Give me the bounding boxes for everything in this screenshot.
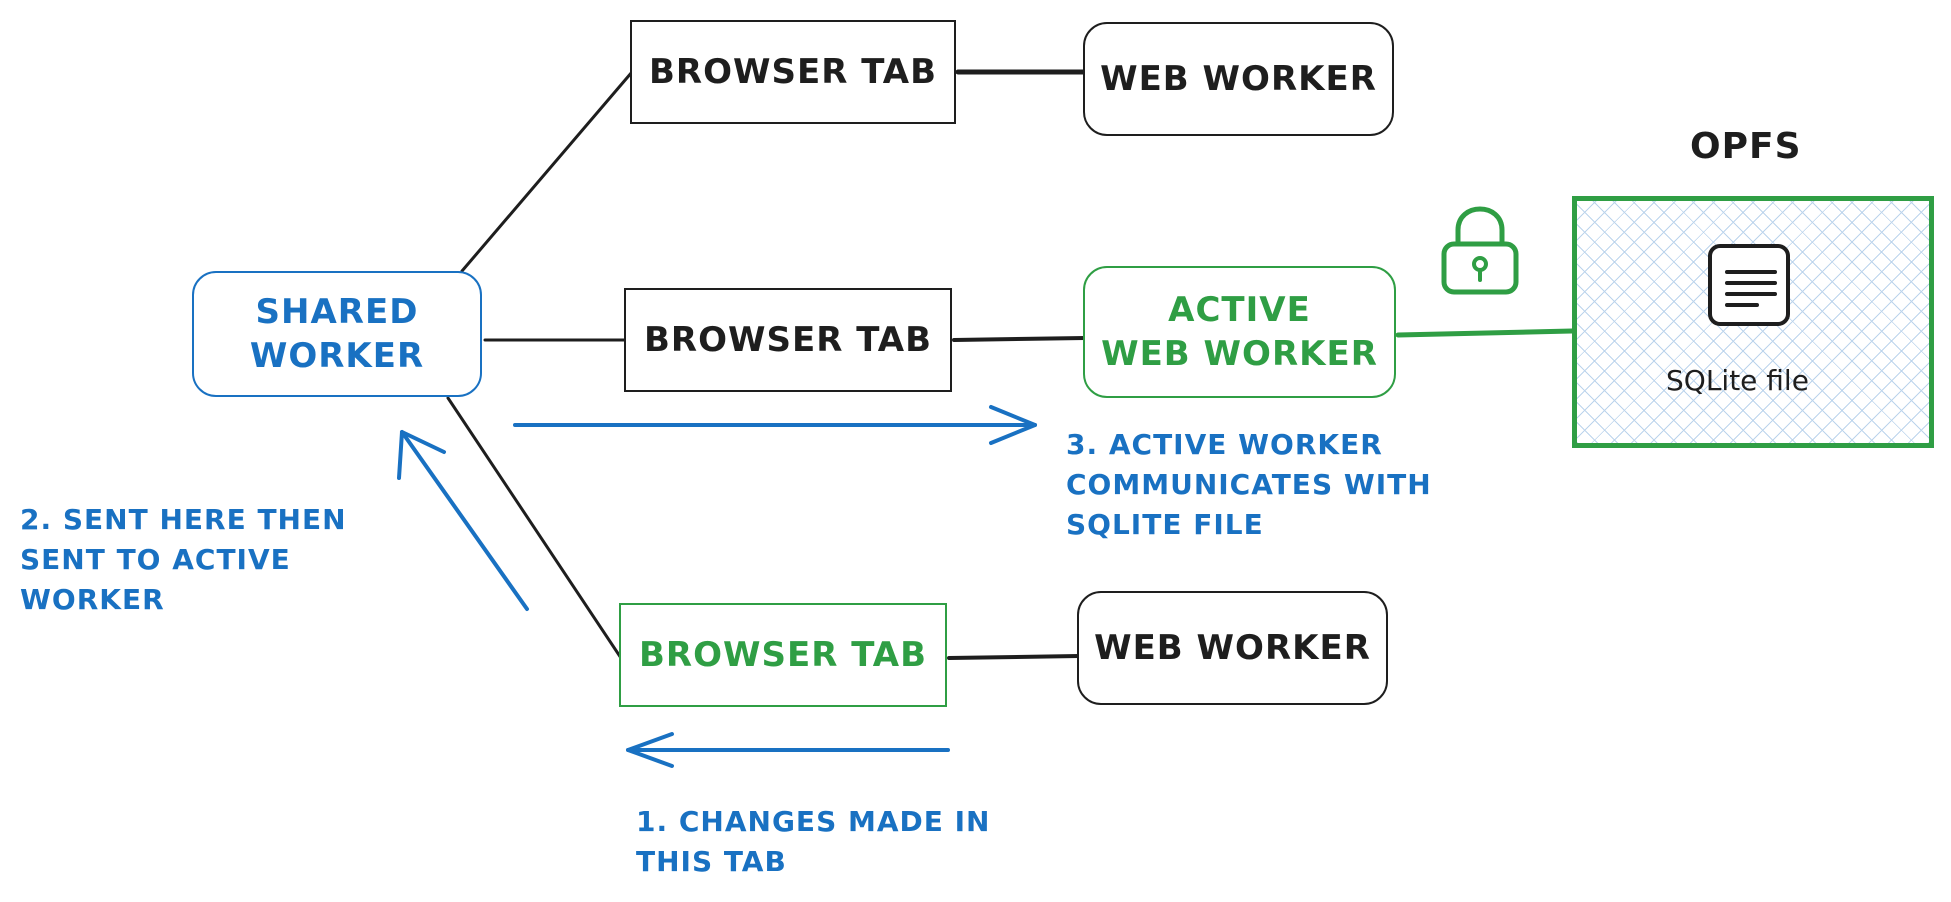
active-web-worker: ACTIVE WEB WORKER — [1083, 266, 1396, 398]
link-active-worker-to-opfs — [1395, 328, 1575, 338]
note-step3: 3. ACTIVE WORKER COMMUNICATES WITH SQLIT… — [1066, 425, 1432, 545]
flow-arrow-step2-head — [397, 430, 446, 480]
note-step1: 1. CHANGES MADE IN THIS TAB — [636, 802, 990, 882]
link-tab-bottom-to-worker-bottom — [947, 654, 1081, 660]
note-step2-line1: 2. SENT HERE THEN — [20, 503, 347, 536]
note-step2-line2: SENT TO ACTIVE — [20, 543, 291, 576]
flow-arrow-step3-head — [989, 405, 1037, 445]
shared-worker-label-line2: WORKER — [249, 336, 425, 376]
note-step1-line2: THIS TAB — [636, 845, 787, 878]
shared-worker-label-line1: SHARED — [255, 292, 419, 332]
browser-tab-bottom-label: BROWSER TAB — [638, 635, 927, 675]
browser-tab-top: BROWSER TAB — [630, 20, 956, 124]
note-step2-line3: WORKER — [20, 583, 165, 616]
web-worker-top-label: WEB WORKER — [1100, 59, 1377, 99]
opfs-title: OPFS — [1690, 126, 1802, 167]
flow-arrow-step1-head — [626, 732, 674, 768]
link-shared-to-tab-bottom — [446, 396, 623, 660]
document-icon — [1708, 244, 1790, 326]
link-tab-middle-to-active-worker — [952, 336, 1087, 342]
web-worker-top: WEB WORKER — [1083, 22, 1394, 136]
browser-tab-bottom-active: BROWSER TAB — [619, 603, 947, 707]
browser-tab-top-label: BROWSER TAB — [648, 52, 937, 92]
active-web-worker-label-line2: WEB WORKER — [1101, 334, 1378, 374]
note-step3-line3: SQLITE FILE — [1066, 508, 1264, 541]
browser-tab-middle: BROWSER TAB — [624, 288, 952, 392]
shared-worker-box: SHARED WORKER — [192, 271, 482, 397]
note-step2: 2. SENT HERE THEN SENT TO ACTIVE WORKER — [20, 500, 347, 620]
link-shared-to-tab-top — [460, 70, 634, 273]
active-web-worker-label-line1: ACTIVE — [1168, 290, 1311, 330]
sqlite-file-label: SQLite file — [1666, 364, 1809, 397]
browser-tab-middle-label: BROWSER TAB — [643, 320, 932, 360]
note-step3-line1: 3. ACTIVE WORKER — [1066, 428, 1383, 461]
note-step3-line2: COMMUNICATES WITH — [1066, 468, 1432, 501]
web-worker-bottom-label: WEB WORKER — [1094, 628, 1371, 668]
web-worker-bottom: WEB WORKER — [1077, 591, 1388, 705]
lock-icon — [1441, 206, 1519, 295]
note-step1-line1: 1. CHANGES MADE IN — [636, 805, 991, 838]
flow-arrow-step2 — [400, 430, 529, 611]
